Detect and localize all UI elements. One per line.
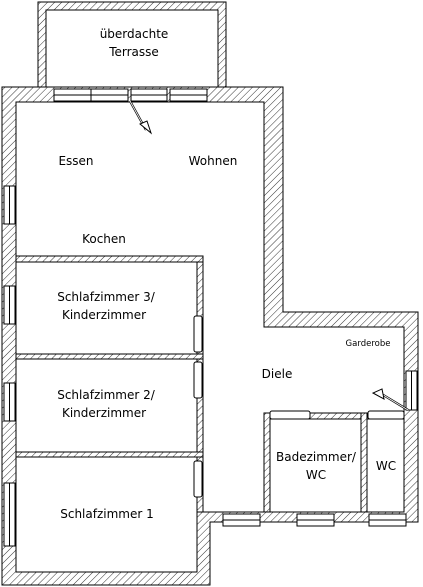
terrace-window-right	[169, 88, 208, 102]
door-bath	[269, 410, 311, 420]
label-terrace-line1: überdachte	[100, 27, 169, 41]
bedroom-divider-3-2	[15, 353, 204, 360]
label-bath-line2: WC	[306, 468, 326, 482]
label-bedroom3-line2: Kinderzimmer	[62, 308, 146, 322]
doors	[193, 315, 405, 498]
bedroom3-north-wall	[15, 255, 204, 263]
door-bedroom3	[193, 315, 203, 353]
bath-west-wall	[263, 412, 271, 513]
door-bedroom2	[193, 361, 203, 399]
label-kochen: Kochen	[82, 232, 126, 246]
window-bath-south	[296, 513, 335, 527]
door-opening-symbols	[129, 100, 409, 411]
bath-wc-divider	[360, 412, 368, 513]
label-wc: WC	[376, 459, 396, 473]
window-bedroom2-west	[3, 382, 16, 422]
label-essen: Essen	[58, 154, 93, 168]
terrace-door-opening	[130, 88, 168, 102]
door-wc	[367, 410, 405, 420]
room-labels: überdachte Terrasse Essen Wohnen Kochen …	[57, 27, 396, 521]
terrace-door-arrow	[129, 100, 153, 135]
entrance-door-frame	[405, 370, 418, 411]
label-bedroom1: Schlafzimmer 1	[60, 507, 154, 521]
label-bath-line1: Badezimmer/	[276, 450, 357, 464]
window-bedroom1-west	[3, 482, 16, 547]
window-essen-west	[3, 185, 16, 225]
label-bedroom2-line1: Schlafzimmer 2/	[57, 388, 156, 402]
window-wc-south	[368, 513, 407, 527]
label-garderobe: Garderobe	[346, 339, 391, 349]
window-diele-south	[222, 513, 261, 527]
terrace-window-left	[53, 88, 129, 102]
outer-walls	[1, 86, 419, 586]
label-terrace-line2: Terrasse	[108, 45, 159, 59]
windows	[3, 88, 418, 547]
label-wohnen: Wohnen	[189, 154, 238, 168]
label-bedroom3-line1: Schlafzimmer 3/	[57, 290, 156, 304]
window-bedroom3-west	[3, 285, 16, 325]
door-bedroom1	[193, 460, 203, 498]
bedroom-divider-2-1	[15, 451, 204, 458]
label-diele: Diele	[262, 367, 293, 381]
label-bedroom2-line2: Kinderzimmer	[62, 406, 146, 420]
entrance-door-arrow	[371, 388, 409, 411]
